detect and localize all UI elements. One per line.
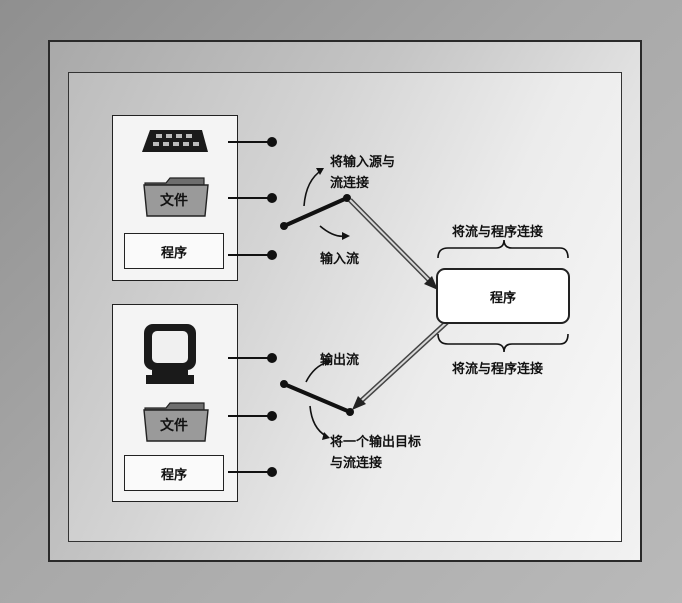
connect-bottom-label: 将流与程序连接 — [452, 362, 544, 377]
monitor-icon — [144, 324, 196, 384]
top-brace — [437, 239, 569, 259]
output-stream-label: 输出流 — [320, 353, 360, 368]
connect-output-label-line2: 与流连接 — [330, 456, 383, 471]
input-stream-curve-arrow — [319, 225, 350, 240]
connect-output-label-line1: 将一个输出目标 — [330, 435, 422, 450]
center-program-box: 程序 — [436, 268, 570, 324]
input-pins — [228, 137, 277, 260]
connect-input-label-line1: 将输入源与 — [330, 155, 396, 170]
connect-input-curve-arrow — [303, 168, 324, 207]
bottom-brace — [437, 333, 569, 353]
output-stream-link — [280, 380, 354, 416]
output-folder-icon — [143, 402, 209, 442]
input-program-label: 程序 — [160, 245, 187, 261]
input-stream-arrow — [348, 198, 438, 290]
input-program-box: 程序 — [124, 233, 224, 269]
output-stream-curve-arrow — [305, 358, 332, 383]
center-program-label: 程序 — [489, 290, 516, 306]
output-program-label: 程序 — [160, 467, 187, 483]
keyboard-icon — [142, 130, 208, 152]
output-stream-arrow — [352, 310, 460, 410]
connect-top-label: 将流与程序连接 — [452, 225, 544, 240]
connect-input-label-line2: 流连接 — [330, 176, 370, 191]
input-stream-link — [280, 194, 351, 230]
input-stream-label: 输入流 — [320, 252, 360, 267]
output-program-box: 程序 — [124, 455, 224, 491]
output-pins — [228, 353, 277, 477]
input-folder-icon — [143, 177, 209, 217]
input-file-label: 文件 — [160, 193, 188, 209]
connect-output-curve-arrow — [309, 405, 330, 440]
output-file-label: 文件 — [160, 418, 188, 434]
